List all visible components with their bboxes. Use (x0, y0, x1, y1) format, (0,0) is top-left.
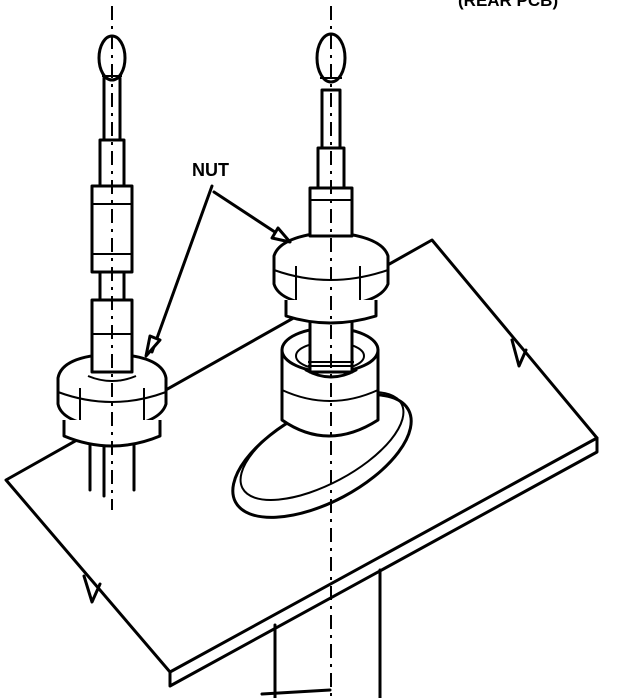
right-standoff-assembly (231, 6, 413, 698)
left-standoff-assembly (56, 6, 168, 510)
nut-callout: NUT (144, 160, 292, 358)
break-mark-right (510, 338, 528, 368)
nut-label: NUT (192, 160, 229, 180)
break-mark-left (82, 574, 102, 604)
corner-caption: (REAR PCB) (458, 0, 558, 10)
panel-support-post (260, 568, 382, 698)
leader-line-left (150, 184, 214, 354)
leader-line-right (212, 190, 286, 240)
